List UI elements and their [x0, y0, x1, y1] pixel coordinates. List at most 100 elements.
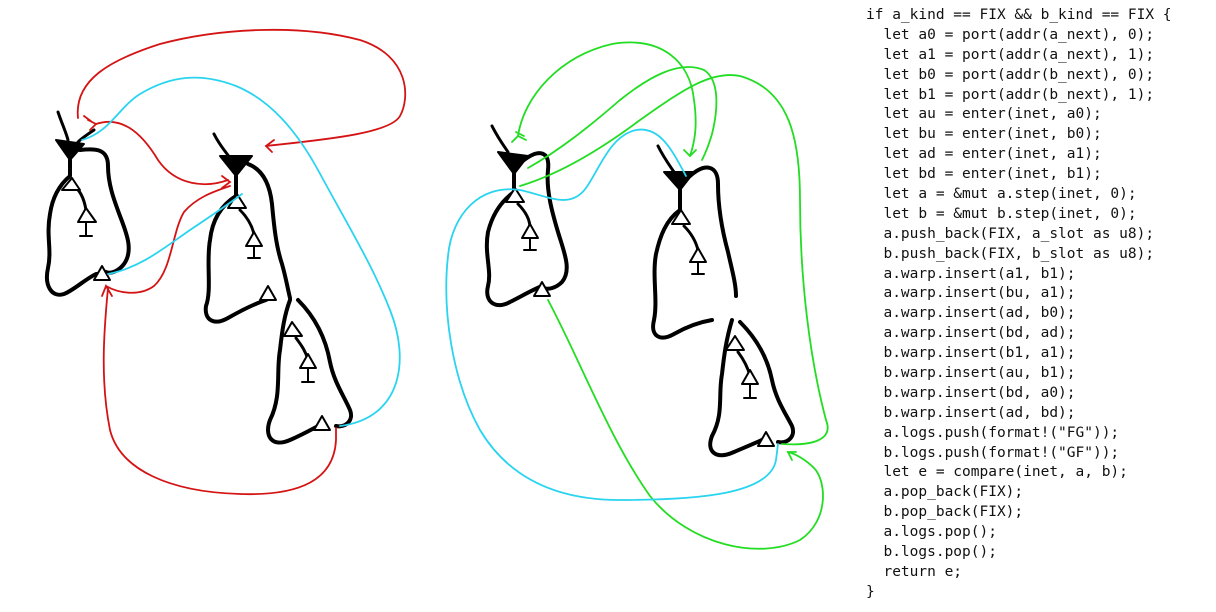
left-cyan-wires — [81, 76, 401, 427]
code-line: let au = enter(inet, a0); — [866, 106, 1102, 123]
net-b-eraser — [247, 245, 261, 259]
net-b-body-right — [246, 162, 292, 300]
net-b2-lower-inner-tri — [741, 369, 759, 385]
code-line: b.pop_back(FIX); — [866, 504, 1024, 521]
net-b-inner-tri — [245, 231, 263, 247]
net-a2-inner-tri — [521, 223, 539, 239]
code-line: let b0 = port(addr(b_next), 0); — [866, 66, 1155, 83]
right-green-wires — [511, 41, 829, 550]
net-b2-lower-eraser — [743, 383, 757, 399]
code-line: a.warp.insert(bd, ad); — [866, 325, 1076, 342]
code-line: a.warp.insert(a1, b1); — [866, 265, 1076, 282]
red-wire-a-port-to-b — [105, 185, 231, 294]
red-arrowhead-d — [101, 283, 113, 297]
code-line: a.warp.insert(bu, a1); — [866, 285, 1076, 302]
net-b-lower-aux-tri — [283, 321, 303, 337]
left-red-wires — [76, 28, 407, 496]
net-b-lower-left — [266, 298, 324, 445]
net-a-root-node — [55, 139, 85, 161]
net-a-top-wire-right — [76, 128, 96, 144]
net-a-right — [484, 124, 569, 308]
code-line: let a0 = port(addr(a_next), 0); — [866, 26, 1155, 43]
net-b2-eraser — [691, 261, 705, 275]
net-a-body-left — [45, 158, 104, 297]
code-line: b.push_back(FIX, b_slot as u8); — [866, 245, 1155, 262]
green-arrowhead-c — [786, 451, 797, 461]
code-line: let bd = enter(inet, b1); — [866, 166, 1102, 183]
code-line: b.warp.insert(au, b1); — [866, 365, 1076, 382]
net-b-lower-inner-tri — [299, 353, 317, 369]
code-line: b.logs.pop(); — [866, 544, 997, 561]
red-wire-bottom-loop — [102, 287, 337, 496]
net-b2-port-tri — [757, 431, 775, 447]
net-b-lower-eraser — [301, 367, 315, 383]
green-wire-bottom-loop — [547, 299, 824, 550]
net-b-lower-right — [296, 298, 353, 429]
net-b2-lower-right — [738, 320, 795, 445]
net-b2-lower-left — [708, 318, 768, 458]
net-a-top-wire — [56, 110, 70, 142]
code-line: let a = &mut a.step(inet, 0); — [866, 186, 1137, 203]
code-line: let b1 = port(addr(b_next), 1); — [866, 86, 1155, 103]
code-line: let bu = enter(inet, b0); — [866, 126, 1102, 143]
code-line: b.warp.insert(ad, bd); — [866, 404, 1076, 421]
code-line: a.pop_back(FIX); — [866, 484, 1024, 501]
green-arrowhead-a — [511, 131, 527, 143]
net-b-right — [651, 144, 795, 458]
code-line: b.logs.push(format!("GF")); — [866, 444, 1120, 461]
net-a-inner-tri — [77, 207, 97, 223]
code-line: a.logs.pop(); — [866, 524, 997, 541]
right-cyan-wires — [445, 128, 779, 501]
net-b-root-node — [219, 155, 253, 177]
code-line: if a_kind == FIX && b_kind == FIX { — [866, 7, 1172, 23]
right-panel — [445, 41, 829, 550]
net-b2-aux-tri — [671, 209, 691, 225]
net-b2-inner-wire — [682, 224, 700, 252]
red-arrowhead-b — [264, 139, 275, 153]
net-b2-top-wire — [656, 144, 676, 174]
red-arrowhead-c — [221, 175, 232, 189]
net-b-mid-tri — [259, 285, 277, 301]
net-b2-body-right — [688, 165, 738, 298]
net-a2-body-right — [522, 151, 569, 291]
net-a2-eraser — [523, 237, 537, 251]
code-line: a.warp.insert(ad, b0); — [866, 305, 1076, 322]
code-line: a.push_back(FIX, a_slot as u8); — [866, 225, 1155, 242]
net-a2-aux-tri — [505, 187, 525, 203]
net-a-port-tri — [93, 265, 111, 281]
cyan-wire-top-loop — [81, 76, 401, 427]
net-a2-inner-wire — [516, 202, 532, 230]
net-a-body-right — [78, 147, 131, 275]
net-b2-body-left — [651, 188, 714, 340]
net-a-left — [45, 110, 131, 297]
cyan-wire-a-port-to-b — [107, 193, 243, 275]
net-b-inner-wire — [238, 208, 256, 236]
code-listing: if a_kind == FIX && b_kind == FIX { let … — [866, 6, 1211, 603]
net-a2-top-wire — [490, 124, 510, 154]
code-line: let e = compare(inet, a, b); — [866, 464, 1128, 481]
net-a2-port-tri — [533, 281, 551, 297]
code-line: return e; — [866, 563, 963, 580]
left-panel — [45, 28, 407, 496]
code-line: a.logs.push(format!("FG")); — [866, 424, 1120, 441]
red-wire-a-to-b — [95, 120, 229, 186]
code-line: } — [866, 583, 875, 600]
code-line: let b = &mut b.step(inet, 0); — [866, 205, 1137, 222]
net-a-aux-tri — [61, 177, 81, 191]
code-line: b.warp.insert(bd, a0); — [866, 384, 1076, 401]
net-a-eraser — [79, 221, 93, 237]
red-arrowhead-a — [83, 115, 98, 131]
net-a2-root-node — [497, 151, 529, 175]
green-wire-a-to-b-lower — [519, 74, 829, 446]
red-wire-top-loop — [76, 28, 407, 147]
interaction-net-diagram — [45, 28, 829, 550]
net-b-body-left — [203, 174, 268, 324]
net-b-left — [203, 132, 353, 445]
net-a2-body-left — [484, 172, 544, 308]
net-b-top-wire — [212, 132, 232, 160]
net-b2-inner-tri — [689, 247, 707, 263]
code-line: b.warp.insert(b1, a1); — [866, 345, 1076, 362]
green-wire-top-loop — [517, 41, 697, 157]
green-arrowhead-b — [683, 149, 697, 158]
green-wire-a-to-b-upper — [527, 66, 718, 169]
